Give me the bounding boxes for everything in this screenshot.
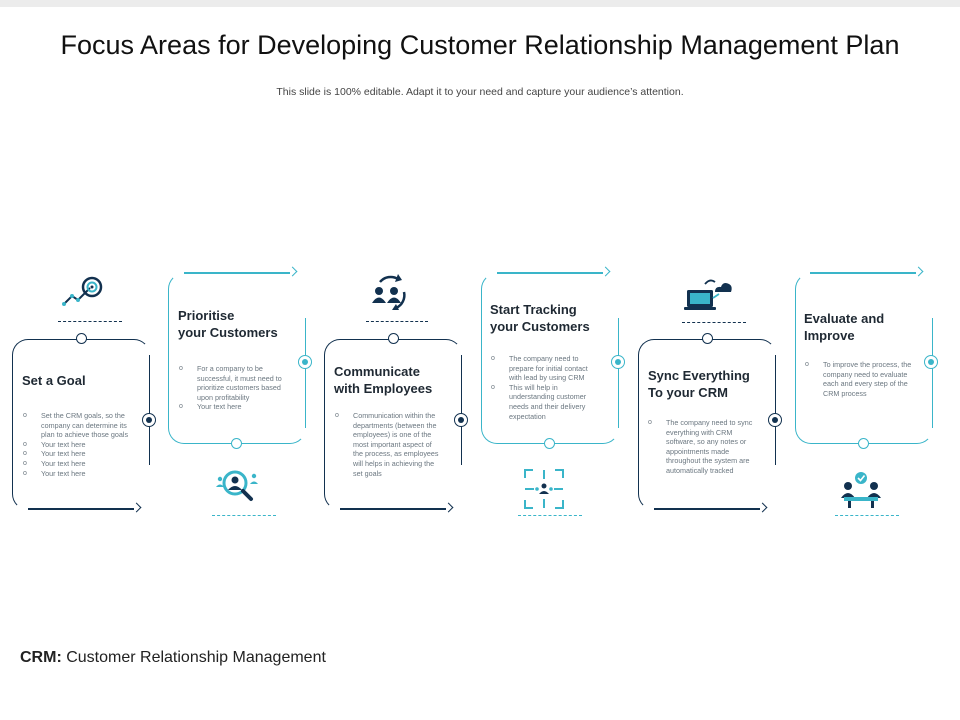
icon-underline	[58, 321, 122, 322]
bullet-item: To improve the process, the company need…	[805, 360, 917, 398]
step-arrow	[810, 266, 924, 279]
step-node	[858, 438, 869, 449]
goal-chart-icon	[58, 270, 108, 320]
step-bullets: To improve the process, the company need…	[805, 360, 917, 398]
bullet-item: Your text here	[23, 469, 131, 479]
card-edge	[304, 318, 306, 428]
icon-underline	[366, 321, 428, 322]
bullet-item: The company need to sync everything with…	[648, 418, 758, 476]
footer-abbr: CRM:	[20, 649, 62, 666]
slide-title: Focus Areas for Developing Customer Rela…	[60, 30, 900, 60]
bullet-item: Your text here	[23, 449, 131, 459]
tracking-focus-icon	[519, 464, 569, 514]
icon-underline	[518, 515, 582, 516]
slide-subtitle: This slide is 100% editable. Adapt it to…	[276, 86, 684, 98]
card-edge	[931, 318, 933, 428]
step-arrow	[184, 266, 298, 279]
customer-search-icon	[213, 463, 263, 513]
top-bar	[0, 0, 960, 7]
step-marker	[611, 355, 625, 369]
team-sync-icon	[366, 270, 416, 320]
card-edge	[460, 355, 462, 465]
step-title: Set a Goal	[22, 373, 86, 388]
step-card-prioritise	[168, 273, 306, 444]
card-edge	[774, 355, 776, 465]
step-node	[76, 333, 87, 344]
step-bullets: For a company to be successful, it must …	[179, 364, 289, 412]
card-edge	[617, 318, 619, 428]
icon-underline	[212, 515, 276, 516]
step-node	[544, 438, 555, 449]
meeting-evaluate-icon	[836, 466, 886, 516]
step-bullets: The company need to prepare for initial …	[491, 354, 601, 421]
icon-underline	[835, 515, 899, 516]
bullet-item: Set the CRM goals, so the company can de…	[23, 411, 131, 440]
cloud-sync-icon	[683, 272, 733, 322]
bullet-item: Your text here	[23, 459, 131, 469]
footer-note: CRM: Customer Relationship Management	[20, 649, 326, 667]
step-node	[388, 333, 399, 344]
bullet-item: For a company to be successful, it must …	[179, 364, 289, 402]
step-arrow	[340, 502, 454, 515]
step-arrow	[497, 266, 611, 279]
step-arrow	[28, 502, 142, 515]
step-node	[702, 333, 713, 344]
footer-definition: Customer Relationship Management	[66, 649, 326, 666]
bullet-item: This will help in understanding customer…	[491, 383, 601, 421]
step-arrow	[654, 502, 768, 515]
step-marker	[924, 355, 938, 369]
bullet-item: Your text here	[23, 440, 131, 450]
card-edge	[148, 355, 150, 465]
step-marker	[454, 413, 468, 427]
icon-underline	[682, 322, 746, 323]
step-bullets: Communication within the departments (be…	[335, 411, 443, 478]
step-marker	[768, 413, 782, 427]
step-card-evaluate	[795, 273, 933, 444]
step-marker	[142, 413, 156, 427]
step-node	[231, 438, 242, 449]
bullet-item: The company need to prepare for initial …	[491, 354, 601, 383]
bullet-item: Your text here	[179, 402, 289, 412]
step-bullets: The company need to sync everything with…	[648, 418, 758, 476]
step-bullets: Set the CRM goals, so the company can de…	[23, 411, 131, 478]
bullet-item: Communication within the departments (be…	[335, 411, 443, 478]
step-marker	[298, 355, 312, 369]
